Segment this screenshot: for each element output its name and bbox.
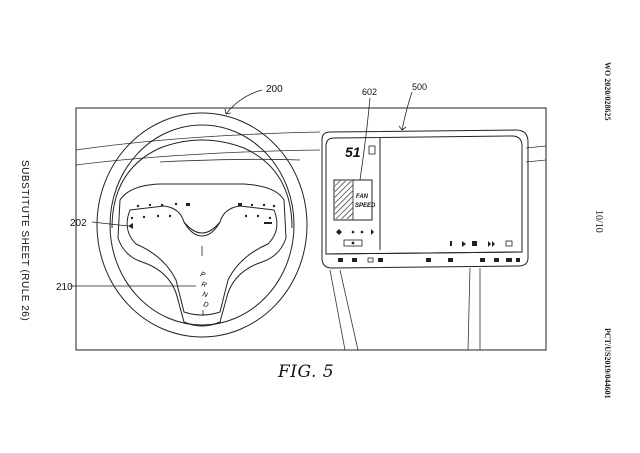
battery-icon xyxy=(368,145,376,155)
bottom-bar-icons xyxy=(338,257,520,263)
center-display xyxy=(321,129,529,269)
ref-202: 202 xyxy=(70,218,87,229)
media-controls xyxy=(450,240,513,247)
left-panel-controls xyxy=(336,229,374,247)
right-button-cluster xyxy=(238,203,276,224)
figure-label: FIG. 5 xyxy=(278,362,335,382)
dashboard-lines xyxy=(75,131,547,351)
ref-500: 500 xyxy=(412,82,427,92)
gear-letter-p: P xyxy=(199,271,206,279)
fan-speed-label-line1: FAN xyxy=(356,194,369,200)
ref-200: 200 xyxy=(266,84,283,95)
leader-lines xyxy=(70,89,413,287)
fan-speed-widget: FAN SPEED xyxy=(333,179,376,221)
gear-letter-d: D xyxy=(202,301,209,309)
ref-602: 602 xyxy=(362,87,377,97)
ref-210: 210 xyxy=(56,282,73,293)
fan-speed-level xyxy=(335,181,353,219)
steering-wheel xyxy=(96,112,308,338)
gear-letter-n: N xyxy=(201,291,209,299)
left-button-cluster xyxy=(128,202,190,229)
display-value: 51 xyxy=(345,144,361,160)
gear-indicator: P R N D xyxy=(199,246,209,316)
gear-letter-r: R xyxy=(200,281,207,289)
figure-frame xyxy=(75,107,547,351)
fan-speed-label-line2: SPEED xyxy=(355,203,376,209)
